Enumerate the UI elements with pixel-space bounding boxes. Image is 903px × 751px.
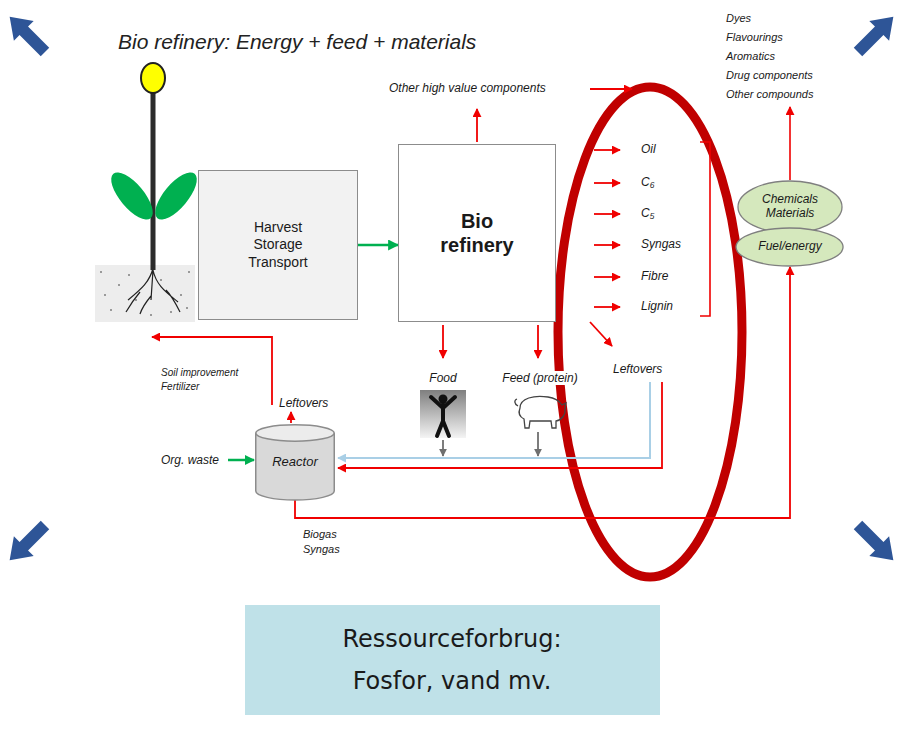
annotation-label: Soil improvement	[160, 367, 239, 379]
cylinder-body	[256, 433, 335, 500]
flow-arrow	[537, 432, 539, 456]
corner-arrow	[848, 7, 903, 62]
flow-arrow	[594, 306, 620, 308]
annotation-label: Fibre	[640, 269, 669, 283]
return-line	[338, 382, 650, 458]
corner-arrow	[0, 515, 55, 570]
ellipse-shape	[736, 228, 843, 266]
annotation-label: Syngas	[302, 543, 341, 556]
annotation-label: Leftovers	[612, 362, 663, 376]
product-ellipse: Chemicals Materials	[737, 180, 843, 234]
product-ellipse: Fuel/energy	[735, 227, 844, 267]
plant-leaf	[148, 166, 204, 226]
flow-arrow	[594, 149, 620, 151]
pig-picture	[515, 396, 566, 428]
resource-box: Ressourceforbrug:Fosfor, vand mv.	[245, 605, 660, 715]
node-text: Bio refinery	[440, 209, 513, 257]
annotation-label: Aromatics	[725, 50, 776, 63]
node-text: Harvest Storage Transport	[248, 219, 307, 272]
person-picture	[420, 390, 466, 438]
corner-arrow	[0, 7, 55, 62]
reactor-cylinder: Reactor	[255, 424, 335, 500]
flow-arrow	[442, 440, 444, 456]
annotation-label: Other compounds	[725, 88, 814, 101]
person-figure	[431, 395, 455, 437]
annotation-label: Flavourings	[725, 31, 784, 44]
corner-arrow	[848, 515, 903, 570]
annotation-label: Feed (protein)	[501, 371, 578, 385]
plant-flower	[141, 63, 165, 93]
cylinder-top	[256, 425, 335, 442]
node-text: Reactor	[272, 454, 318, 470]
plant-roots	[126, 268, 180, 314]
flow-arrow	[537, 325, 539, 358]
annotation-label: Fertilizer	[160, 381, 200, 393]
flow-connector	[358, 244, 398, 247]
flow-arrow	[594, 213, 620, 215]
annotation-label: C₅	[640, 206, 656, 220]
node-text: Fosfor, vand mv.	[342, 660, 561, 702]
soil-speckle	[100, 272, 190, 315]
return-line	[338, 382, 662, 468]
node-text-group: Reactor	[272, 454, 318, 470]
flow-arrow	[590, 322, 612, 346]
flow-arrow	[594, 276, 620, 278]
flow-arrow	[228, 459, 254, 462]
annotation-label: Food	[428, 371, 457, 385]
ellipse-shape	[738, 181, 842, 233]
flow-arrow	[590, 88, 632, 90]
bracket	[700, 142, 710, 316]
node-text-group: Harvest Storage Transport	[248, 219, 307, 272]
node-text-group: Bio refinery	[440, 209, 513, 257]
node-text: Fuel/energy	[758, 240, 821, 254]
plant-stem	[151, 92, 156, 270]
refinery-box: Bio refinery	[398, 144, 556, 322]
flow-arrow	[789, 107, 791, 180]
annotation-label: Dyes	[725, 12, 752, 25]
diagram-title: Bio refinery: Energy + feed + materials	[118, 30, 476, 54]
annotation-label: Org. waste	[160, 453, 220, 467]
node-text: Chemicals Materials	[762, 193, 818, 221]
process-box: Harvest Storage Transport	[198, 170, 358, 320]
annotation-label: Leftovers	[278, 396, 329, 410]
annotation-label: Lignin	[640, 299, 674, 313]
node-text: Ressourceforbrug:	[342, 618, 561, 660]
annotation-label: Other high value components	[388, 81, 547, 95]
flow-arrow	[442, 325, 444, 358]
flow-arrow	[594, 244, 620, 246]
person-body	[431, 397, 455, 436]
flow-arrow	[594, 182, 620, 184]
annotation-label: Drug components	[725, 69, 814, 82]
soil-patch	[95, 265, 195, 322]
annotation-label: Biogas	[302, 528, 338, 541]
plant-leaf	[104, 166, 160, 226]
annotation-label: C₆	[640, 175, 656, 189]
node-text-group: Chemicals Materials	[762, 193, 818, 221]
flow-arrow	[476, 109, 478, 142]
annotation-label: Oil	[640, 142, 657, 156]
annotation-label: Syngas	[640, 237, 682, 251]
node-text-group: Fuel/energy	[758, 240, 821, 254]
node-text-group: Ressourceforbrug:Fosfor, vand mv.	[342, 618, 561, 702]
highlight-ellipse	[558, 87, 742, 577]
fertilizer-line	[152, 337, 272, 405]
flow-arrow	[290, 412, 292, 423]
